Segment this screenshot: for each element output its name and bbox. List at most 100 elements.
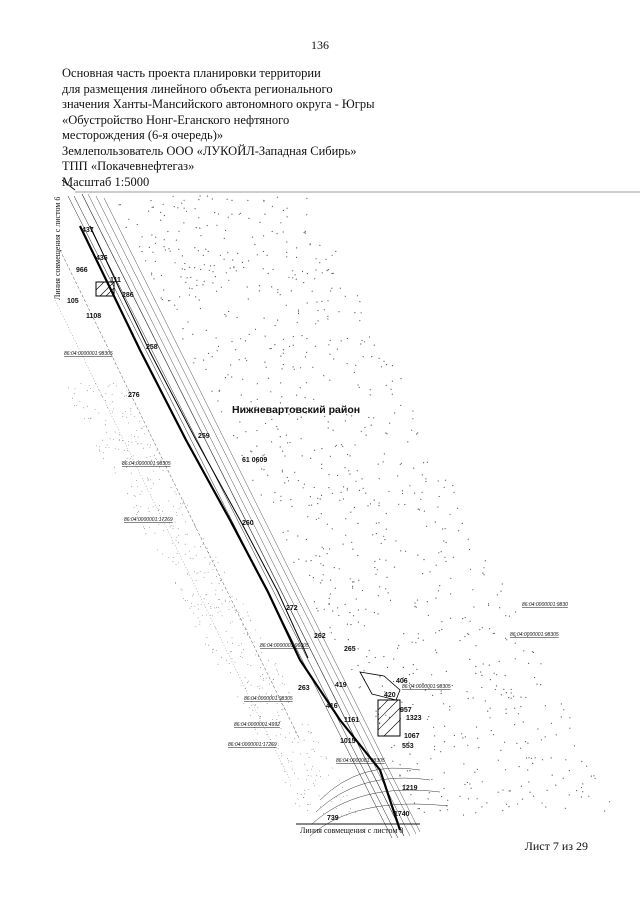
terrain-dot (230, 364, 232, 366)
terrain-dot (359, 686, 361, 688)
terrain-dot (300, 793, 302, 795)
terrain-dot (393, 744, 395, 747)
terrain-dot (106, 444, 108, 446)
terrain-dot (242, 649, 244, 651)
terrain-dot (105, 447, 107, 448)
terrain-dot (173, 506, 175, 507)
terrain-dot (299, 387, 301, 389)
terrain-dot (355, 364, 357, 366)
terrain-dot (470, 787, 472, 789)
terrain-dot (72, 397, 73, 399)
terrain-dot (108, 447, 110, 449)
terrain-dot (486, 802, 488, 804)
terrain-dot (582, 791, 584, 793)
terrain-dot (481, 686, 483, 689)
terrain-dot (182, 499, 184, 501)
terrain-dot (467, 538, 469, 540)
terrain-dot (361, 478, 363, 480)
terrain-dot (304, 793, 305, 795)
terrain-dot (435, 597, 437, 599)
terrain-dot (329, 627, 331, 629)
terrain-dot (292, 277, 294, 279)
terrain-dot (193, 593, 194, 595)
terrain-dot (246, 286, 248, 288)
terrain-dot (231, 621, 233, 623)
terrain-dot (279, 294, 281, 296)
terrain-dot (186, 573, 188, 575)
terrain-dot (250, 704, 252, 706)
terrain-dot (176, 308, 178, 310)
header-line: для размещения линейного объекта региона… (62, 81, 333, 96)
terrain-dot (221, 411, 223, 413)
terrain-dot (160, 274, 162, 277)
terrain-dot (271, 230, 273, 233)
terrain-dot (368, 661, 370, 664)
terrain-dot (515, 611, 517, 613)
terrain-dot (467, 798, 470, 800)
terrain-dot (545, 806, 547, 808)
terrain-dot (500, 590, 502, 592)
terrain-dot (279, 700, 281, 702)
terrain-dot (416, 599, 419, 601)
terrain-dot (193, 523, 195, 524)
terrain-dot (349, 612, 351, 614)
terrain-dot (86, 390, 88, 392)
terrain-dot (363, 625, 366, 627)
terrain-dot (217, 663, 219, 665)
terrain-dot (157, 549, 159, 551)
terrain-dot (496, 674, 498, 676)
terrain-dot (126, 457, 128, 459)
terrain-dot (564, 807, 567, 809)
terrain-dot (287, 530, 289, 532)
terrain-dot (544, 705, 547, 707)
terrain-dot (423, 462, 425, 464)
site-pad (377, 699, 401, 737)
terrain-dot (469, 658, 471, 661)
point-label: 61 0609 (242, 457, 267, 464)
terrain-dot (410, 794, 412, 796)
terrain-dot (321, 579, 323, 581)
terrain-dot (391, 365, 394, 367)
terrain-dot (304, 397, 306, 399)
terrain-dot (305, 412, 307, 414)
terrain-dot (134, 436, 135, 438)
terrain-dot (357, 648, 359, 650)
terrain-dot (160, 211, 162, 213)
terrain-dot (194, 247, 196, 249)
terrain-dot (182, 328, 184, 330)
terrain-dot (280, 382, 282, 384)
terrain-dot (292, 366, 294, 368)
terrain-dot (409, 770, 411, 772)
terrain-dot (237, 252, 239, 254)
terrain-dot (385, 588, 387, 590)
terrain-dot (413, 467, 415, 469)
terrain-dot (244, 340, 247, 342)
terrain-dot (417, 633, 419, 635)
cadastral-label: 86:04:0000001:96305 (260, 643, 309, 649)
terrain-dot (160, 459, 162, 461)
terrain-dot (247, 199, 249, 201)
cadastral-labels: 86:04:0000001:98305 86:04:0000001:98305 … (64, 351, 568, 764)
terrain-dot (473, 606, 475, 608)
terrain-dot (379, 676, 381, 678)
terrain-dot (147, 478, 149, 480)
terrain-dot (284, 455, 286, 457)
terrain-dot (74, 405, 76, 407)
terrain-dot (125, 411, 126, 412)
terrain-dot (281, 763, 282, 765)
terrain-dot (83, 407, 84, 409)
terrain-dot (144, 433, 145, 435)
terrain-dot (137, 442, 139, 444)
terrain-dot (304, 790, 306, 791)
cadastral-label: 86:04:0000001:9830 (522, 602, 568, 608)
terrain-dot (284, 770, 286, 772)
terrain-dot (315, 555, 317, 557)
terrain-dot (392, 680, 395, 683)
terrain-dot (195, 554, 197, 556)
terrain-dot (282, 531, 284, 534)
terrain-dot (163, 246, 165, 248)
terrain-dot (130, 413, 132, 415)
terrain-dot (296, 321, 298, 323)
terrain-dot (309, 496, 311, 498)
terrain-dot (225, 315, 227, 317)
